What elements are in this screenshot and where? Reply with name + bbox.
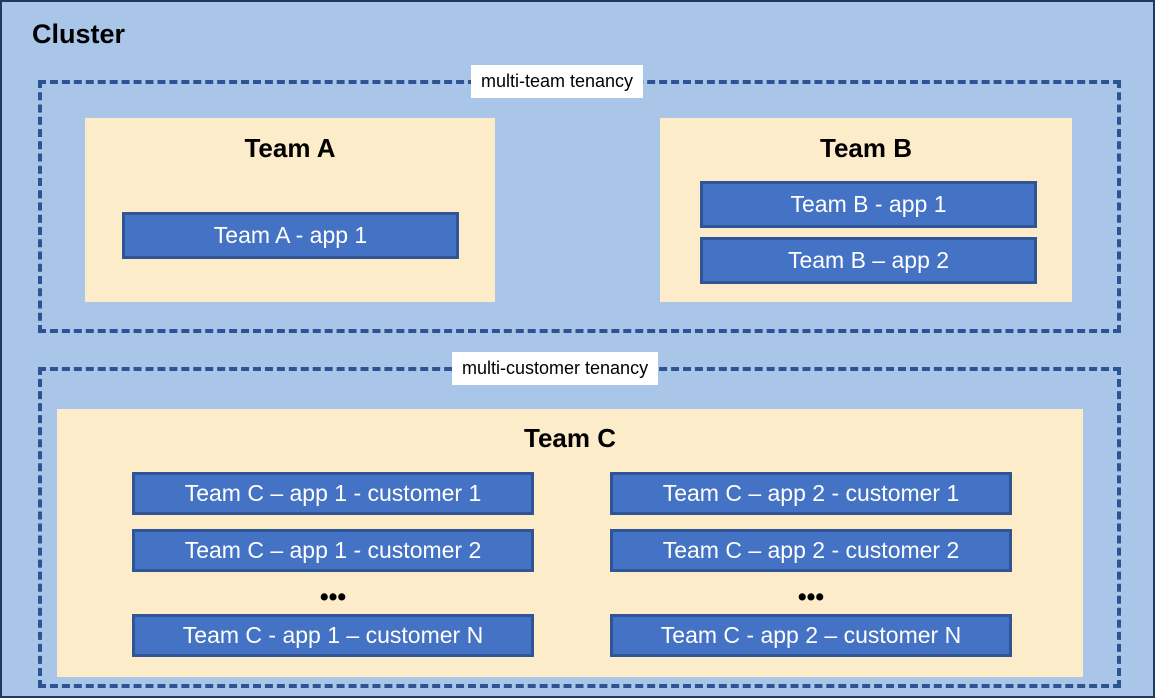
cluster-title: Cluster [32,19,126,49]
app-box-team-c-app-1-customer-1[interactable]: Team C – app 1 - customer 1 [132,472,534,515]
app-box-team-b-app-1[interactable]: Team B - app 1 [700,181,1037,228]
app-box-team-c-app-2-customer-n[interactable]: Team C - app 2 – customer N [610,614,1012,657]
app-box-team-b-app-2[interactable]: Team B – app 2 [700,237,1037,284]
app-box-team-c-app-1-customer-2[interactable]: Team C – app 1 - customer 2 [132,529,534,572]
team-a-container: Team A Team A - app 1 [85,118,495,302]
team-b-container: Team B Team B - app 1 Team B – app 2 [660,118,1072,302]
app-box-team-c-app-2-customer-2[interactable]: Team C – app 2 - customer 2 [610,529,1012,572]
team-b-title: Team B [820,133,912,163]
team-c-container: Team C Team C – app 1 - customer 1 Team … [57,409,1083,677]
multi-team-tenancy-label: multi-team tenancy [471,65,644,98]
app-box-team-a-app-1[interactable]: Team A - app 1 [122,212,459,259]
team-c-title: Team C [524,423,616,453]
multi-customer-tenancy-label: multi-customer tenancy [452,352,659,385]
ellipsis-icon-app-2-column: ••• [797,583,825,611]
app-box-team-c-app-1-customer-n[interactable]: Team C - app 1 – customer N [132,614,534,657]
ellipsis-icon-app-1-column: ••• [319,583,347,611]
team-a-title: Team A [244,133,336,163]
app-box-team-c-app-2-customer-1[interactable]: Team C – app 2 - customer 1 [610,472,1012,515]
